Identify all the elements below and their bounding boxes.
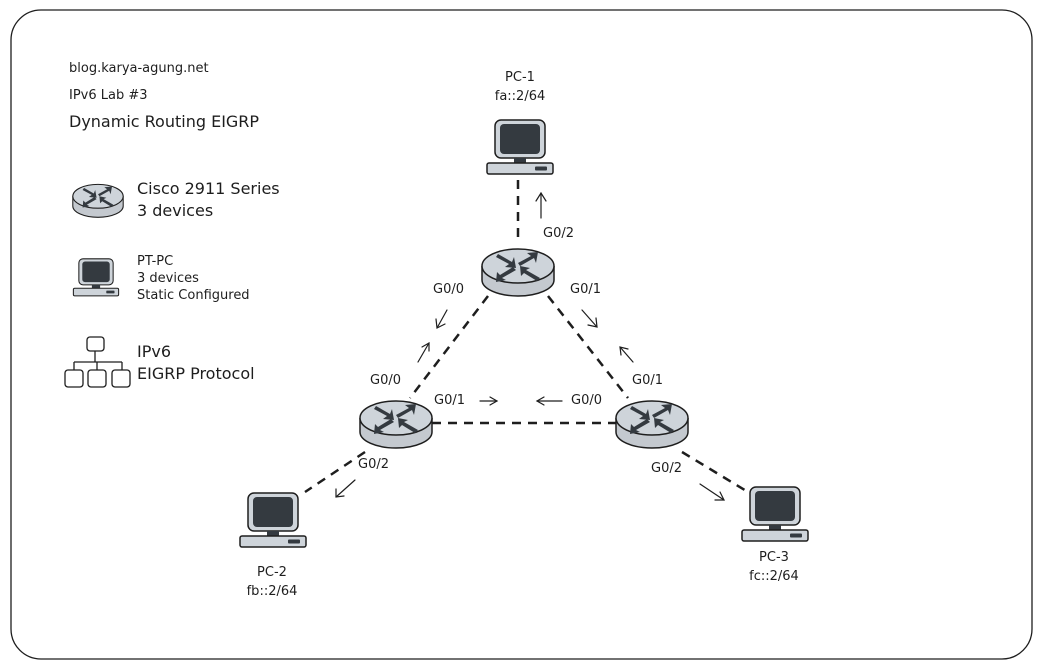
arrow-icon: [435, 309, 448, 329]
pc3-icon[interactable]: [741, 486, 809, 542]
arrow-icon: [335, 479, 356, 498]
pc1-address: fa::2/64: [494, 89, 546, 104]
diagram-title: Dynamic Routing EIGRP: [69, 112, 260, 131]
pc2-address: fb::2/64: [246, 584, 298, 599]
r3-g02-label: G0/2: [651, 461, 682, 476]
r2-g01-label: G0/1: [434, 393, 465, 408]
legend-hierarchy-icon: [64, 336, 131, 388]
pc3-address: fc::2/64: [749, 569, 799, 584]
r1-g01-label: G0/1: [570, 282, 601, 297]
legend-protocol-ip: IPv6: [137, 342, 172, 361]
r2-g00-label: G0/0: [370, 373, 401, 388]
pc2-icon[interactable]: [239, 492, 307, 548]
link-r2-pc2: [304, 450, 366, 494]
legend-pc-model: PT-PC: [137, 254, 174, 269]
legend-router-text: Cisco 2911 Series 3 devices: [137, 178, 280, 222]
site-label: blog.karya-agung.net: [69, 61, 209, 76]
pc1-label: PC-1 fa::2/64: [470, 68, 570, 106]
arrow-icon: [581, 309, 598, 328]
legend-protocol-name: EIGRP Protocol: [137, 364, 255, 383]
router-r2-icon[interactable]: [359, 400, 433, 449]
legend-pc-count: 3 devices: [137, 271, 199, 286]
legend-router-count: 3 devices: [137, 201, 214, 220]
pc2-name: PC-2: [257, 565, 287, 580]
legend-router-model: Cisco 2911 Series: [137, 179, 280, 198]
frame-border: [10, 9, 1033, 660]
r3-g01-label: G0/1: [632, 373, 663, 388]
r2-g02-label: G0/2: [358, 457, 389, 472]
pc1-name: PC-1: [505, 70, 535, 85]
link-r1-r3: [547, 295, 629, 399]
arrow-icon: [417, 341, 430, 363]
pc3-label: PC-3 fc::2/64: [724, 548, 824, 586]
router-r1-icon[interactable]: [481, 248, 555, 297]
pc2-label: PC-2 fb::2/64: [222, 563, 322, 601]
arrow-icon: [535, 191, 547, 219]
legend-pc-text: PT-PC 3 devices Static Configured: [137, 253, 250, 304]
arrow-icon: [619, 346, 634, 363]
link-r1-r2: [409, 295, 489, 399]
arrow-icon: [535, 396, 563, 406]
arrow-icon: [479, 396, 499, 406]
r1-g00-label: G0/0: [433, 282, 464, 297]
legend-protocol-text: IPv6 EIGRP Protocol: [137, 341, 255, 385]
legend-router-icon: [72, 183, 124, 218]
r3-g00-label: G0/0: [571, 393, 602, 408]
arrow-icon: [699, 483, 725, 501]
router-r3-icon[interactable]: [615, 400, 689, 449]
pc1-icon[interactable]: [486, 119, 554, 175]
pc3-name: PC-3: [759, 550, 789, 565]
legend-pc-icon: [72, 258, 120, 297]
lab-label: IPv6 Lab #3: [69, 88, 148, 103]
legend-pc-config: Static Configured: [137, 288, 250, 303]
link-r3-pc3: [681, 450, 749, 494]
r1-g02-label: G0/2: [543, 226, 574, 241]
